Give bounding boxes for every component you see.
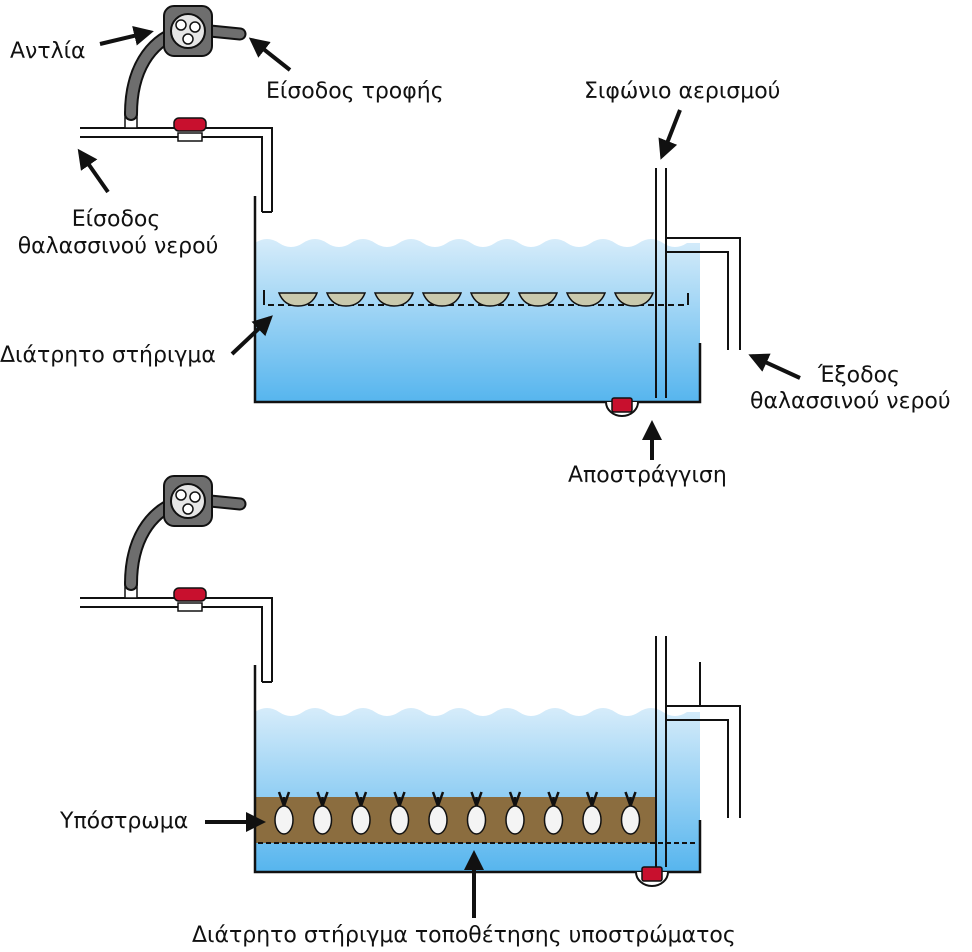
oyster-shell	[469, 292, 511, 307]
feed-inlet-label: Είσοδος τροφής	[266, 79, 444, 104]
oyster-shell	[277, 292, 319, 307]
seedling	[389, 791, 410, 835]
seedling	[582, 791, 602, 835]
seedling	[274, 791, 294, 835]
seedling	[466, 791, 487, 835]
bottom-arrows	[205, 812, 484, 918]
oyster-shell	[565, 292, 607, 307]
bottom-water	[255, 708, 700, 872]
oyster-shells	[277, 292, 655, 307]
top-valve	[173, 117, 207, 132]
substrate-label: Υπόστρωμα	[60, 809, 189, 834]
aeration-siphon-label: Σιφώνιο αερισμού	[584, 79, 781, 104]
substrate-support-label: Διάτρητο στήριγμα τοποθέτησης υποστρώματ…	[192, 923, 736, 948]
top-arrows	[77, 26, 801, 460]
bottom-drain-plug	[641, 866, 663, 882]
seedling	[351, 791, 371, 835]
top-tank	[80, 5, 741, 417]
top-tank-walls	[253, 196, 702, 404]
top-inlet-pipe	[80, 127, 273, 212]
bottom-tank-walls	[253, 665, 702, 874]
top-pump	[163, 5, 213, 57]
drain-label: Αποστράγγιση	[568, 463, 727, 488]
seedlings	[274, 791, 641, 835]
seedling	[428, 791, 448, 835]
seawater-outlet-label-2: θαλασσινού νερού	[750, 389, 951, 414]
seedling	[620, 791, 641, 835]
top-drain-plug	[611, 397, 633, 413]
top-water	[255, 239, 700, 402]
seedling	[505, 791, 525, 835]
oyster-shell	[613, 292, 655, 307]
seedling	[312, 791, 333, 835]
bottom-valve	[173, 587, 207, 602]
seawater-outlet-label-1: Έξοδος	[818, 363, 900, 388]
oyster-shell	[517, 292, 559, 307]
seawater-inlet-label-1: Είσοδος	[71, 207, 161, 232]
seedling	[543, 791, 564, 835]
seawater-inlet-label-2: θαλασσινού νερού	[17, 234, 219, 259]
oyster-shell	[373, 292, 415, 307]
oyster-shell	[325, 292, 367, 307]
top-outlet-pipe	[666, 237, 741, 350]
pump-label: Αντλία	[10, 39, 86, 64]
bottom-tank	[80, 475, 741, 887]
bottom-pump	[163, 475, 213, 527]
oyster-shell	[421, 292, 463, 307]
perforated-support-label: Διάτρητο στήριγμα	[0, 343, 216, 368]
